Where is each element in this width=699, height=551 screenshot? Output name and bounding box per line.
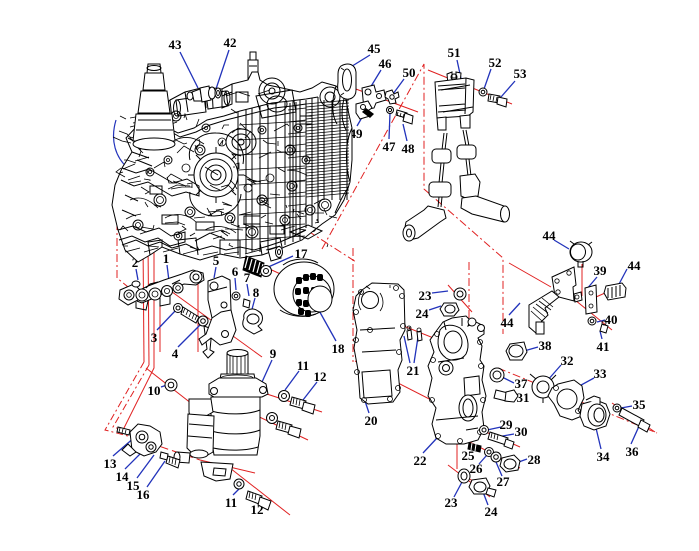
svg-text:34: 34 [597, 449, 611, 464]
svg-text:44: 44 [543, 228, 557, 243]
svg-text:37: 37 [515, 376, 529, 391]
svg-text:9: 9 [270, 346, 277, 361]
svg-text:3: 3 [151, 330, 158, 345]
svg-text:50: 50 [403, 65, 416, 80]
svg-text:43: 43 [169, 37, 183, 52]
svg-text:18: 18 [332, 341, 346, 356]
svg-text:41: 41 [597, 339, 610, 354]
svg-text:36: 36 [626, 444, 640, 459]
svg-text:44: 44 [628, 258, 642, 273]
svg-text:4: 4 [172, 346, 179, 361]
svg-text:11: 11 [225, 495, 237, 510]
svg-text:33: 33 [594, 366, 608, 381]
svg-text:7: 7 [244, 270, 251, 285]
svg-text:45: 45 [368, 41, 382, 56]
svg-text:20: 20 [365, 413, 378, 428]
svg-text:28: 28 [528, 452, 542, 467]
svg-text:42: 42 [224, 35, 237, 50]
svg-text:31: 31 [517, 390, 530, 405]
svg-text:32: 32 [561, 353, 574, 368]
svg-text:13: 13 [104, 456, 118, 471]
svg-text:12: 12 [314, 369, 327, 384]
svg-text:5: 5 [213, 253, 220, 268]
svg-text:30: 30 [515, 424, 528, 439]
svg-text:17: 17 [295, 246, 309, 261]
svg-text:46: 46 [379, 56, 393, 71]
svg-text:25: 25 [462, 448, 476, 463]
svg-text:15: 15 [127, 478, 141, 493]
svg-text:16: 16 [137, 487, 151, 502]
svg-text:39: 39 [594, 263, 608, 278]
svg-text:10: 10 [148, 383, 161, 398]
svg-text:44: 44 [501, 315, 515, 330]
svg-text:2: 2 [132, 255, 139, 270]
svg-text:8: 8 [253, 285, 260, 300]
svg-text:23: 23 [445, 495, 459, 510]
svg-text:27: 27 [497, 474, 511, 489]
svg-text:22: 22 [414, 453, 427, 468]
svg-text:24: 24 [416, 306, 430, 321]
svg-text:51: 51 [448, 45, 461, 60]
svg-text:29: 29 [500, 417, 514, 432]
svg-text:11: 11 [297, 358, 309, 373]
svg-text:21: 21 [407, 363, 420, 378]
svg-text:26: 26 [470, 461, 484, 476]
svg-text:24: 24 [485, 504, 499, 519]
svg-text:1: 1 [163, 251, 170, 266]
svg-text:14: 14 [116, 469, 130, 484]
svg-text:49: 49 [350, 126, 364, 141]
svg-text:35: 35 [633, 397, 647, 412]
svg-text:48: 48 [402, 141, 416, 156]
svg-text:40: 40 [605, 312, 618, 327]
svg-text:47: 47 [383, 139, 397, 154]
svg-text:38: 38 [539, 338, 553, 353]
svg-text:6: 6 [232, 264, 239, 279]
svg-text:53: 53 [514, 66, 528, 81]
svg-text:52: 52 [489, 55, 502, 70]
svg-text:23: 23 [419, 288, 433, 303]
